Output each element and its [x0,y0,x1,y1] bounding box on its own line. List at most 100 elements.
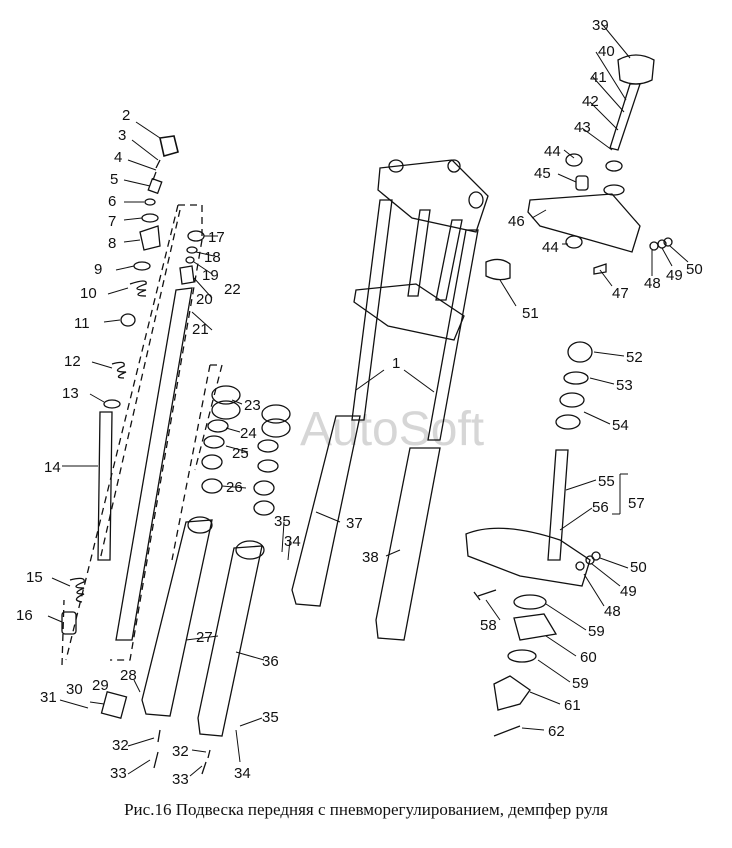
label-25: 25 [232,445,249,462]
label-21: 21 [192,321,209,338]
label-35-bottom: 35 [262,709,279,726]
part-8 [139,225,161,251]
label-11: 11 [74,315,90,332]
part-14-tube [97,411,113,561]
part-18 [186,246,198,254]
upper-crown [377,159,489,233]
label-52: 52 [626,349,643,366]
label-26: 26 [226,479,243,496]
part-10-spring [129,280,147,297]
part-39-knob [617,54,655,85]
label-50-top: 50 [686,261,703,278]
part-37-slider [291,415,361,607]
label-8: 8 [108,235,116,252]
label-18: 18 [204,249,221,266]
part-24a [207,419,229,433]
label-12: 12 [64,353,81,370]
part-46-washer [603,184,625,196]
label-56: 56 [592,499,609,516]
label-33-left: 33 [110,765,127,782]
part-52 [567,341,593,363]
label-42: 42 [582,93,599,110]
part-60-plate [513,613,558,641]
part-15-spring [69,577,85,603]
label-27: 27 [196,629,213,646]
part-46-plate [527,193,641,253]
part-23a [211,385,241,405]
part-54b [555,414,581,430]
label-60: 60 [580,649,597,666]
label-51: 51 [522,305,539,322]
label-13: 13 [62,385,79,402]
label-59-top: 59 [588,623,605,640]
label-23: 23 [244,397,261,414]
part-43 [605,160,623,172]
label-30: 30 [66,681,83,698]
part-58-bolt [473,589,497,601]
fork-tube-left [351,199,393,421]
label-3: 3 [118,127,126,144]
part-23b [261,404,291,424]
part-25b [257,459,279,473]
watermark: AutoSoft [300,403,484,456]
part-26a [201,454,223,470]
label-47: 47 [612,285,629,302]
label-36: 36 [262,653,279,670]
label-40: 40 [598,43,615,60]
label-24: 24 [240,425,257,442]
label-35-top: 35 [274,513,291,530]
part-54a [559,392,585,408]
part-13 [103,399,121,409]
group-bushings-dashed [171,364,223,561]
label-2: 2 [122,107,130,124]
part-36-slider [197,545,263,737]
label-46: 46 [508,213,525,230]
lower-crown [353,283,465,341]
label-33-right: 33 [172,771,189,788]
label-55: 55 [598,473,615,490]
label-34-top: 34 [284,533,301,550]
part-62-pin [493,725,521,737]
label-31: 31 [40,689,57,706]
label-44-top: 44 [544,143,561,160]
label-29: 29 [92,677,109,694]
label-44-bottom: 44 [542,239,559,256]
label-4: 4 [114,149,122,166]
label-5: 5 [110,171,118,188]
group-dashed-left [61,209,181,666]
label-6: 6 [108,193,116,210]
part-51-clamp [485,258,511,281]
group-22-dashed [65,204,203,661]
part-20 [179,265,195,285]
label-20: 20 [196,291,213,308]
part-21-tube [115,287,193,641]
label-39: 39 [592,17,609,34]
label-43: 43 [574,119,591,136]
part-6 [144,198,156,206]
label-34-bottom: 34 [234,765,251,782]
part-45 [575,175,589,191]
callout-labels: 2 3 4 5 6 7 8 9 10 11 12 13 14 15 16 17 … [16,17,703,788]
part-12-spring [111,361,127,379]
label-7: 7 [108,213,116,230]
label-16: 16 [16,607,33,624]
leader-lines [47,23,689,777]
label-1: 1 [392,355,400,372]
label-62: 62 [548,723,565,740]
part-53 [563,371,589,385]
label-61: 61 [564,697,581,714]
label-19: 19 [202,267,219,284]
part-61-bracket [493,675,531,711]
part-drawings [47,23,689,777]
label-49-bottom: 49 [620,583,637,600]
part-26b [253,480,275,496]
part-16 [61,611,77,635]
part-25a [203,435,225,449]
part-47 [593,263,607,275]
label-58: 58 [480,617,497,634]
part-59a [513,594,547,610]
part-55-stem [547,449,569,561]
part-27-slider [141,519,213,717]
part-24b [257,439,279,453]
label-32-left: 32 [112,737,129,754]
